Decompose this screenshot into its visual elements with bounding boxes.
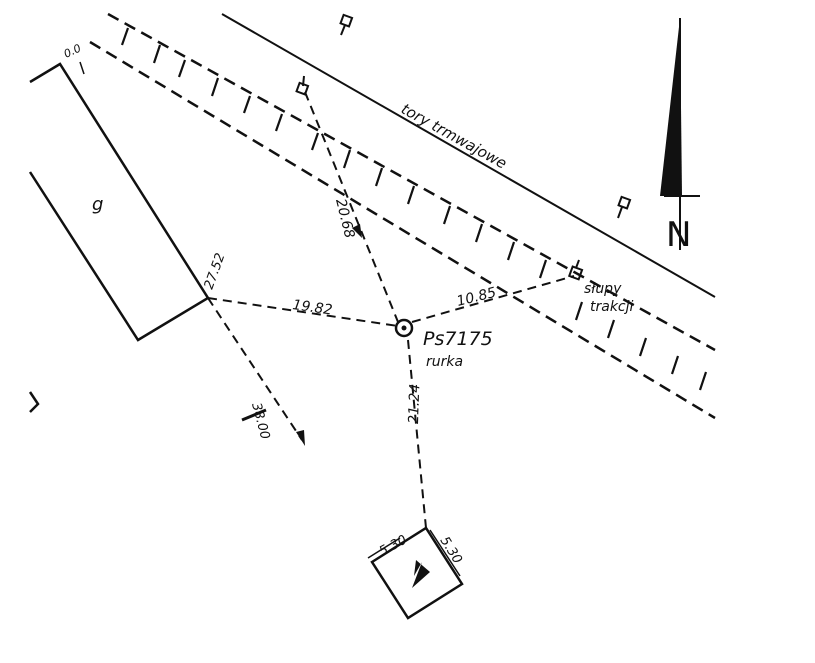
north-arrow-icon xyxy=(660,18,700,250)
measurement-arrow xyxy=(352,224,362,238)
pole-icon xyxy=(567,259,584,281)
lightning-icon xyxy=(412,560,430,588)
pole-icon xyxy=(617,195,632,219)
poles-label-line2: trakcji xyxy=(590,299,634,315)
measure-to-pole-b: 10.85 xyxy=(455,285,498,310)
measure-to-building: 19.82 xyxy=(291,297,333,318)
measurement-lines xyxy=(207,91,575,529)
building-corner-tag: 0.0 xyxy=(62,42,83,61)
building: g 0.0 xyxy=(28,42,210,342)
north-label: N xyxy=(666,215,691,255)
measure-to-pole-a: 20.68 xyxy=(332,197,357,240)
measure-extension: 38.00 xyxy=(248,401,272,441)
point-type: rurka xyxy=(426,354,463,370)
pole-icon xyxy=(339,13,354,36)
pole-icon xyxy=(295,75,310,96)
poles-label-line1: słupy xyxy=(584,281,622,297)
point-marker-icon xyxy=(394,318,414,338)
substation xyxy=(367,526,464,620)
tram-tracks xyxy=(89,12,716,420)
tracks-label: tory trmwajowe xyxy=(398,100,510,173)
track-ties xyxy=(120,27,708,391)
substation-side-left: 5.30 xyxy=(377,533,410,560)
measure-to-substation: 21.24 xyxy=(406,384,423,425)
measure-corner-offset: 27.52 xyxy=(202,251,229,291)
point-id: Ps7175 xyxy=(423,328,493,350)
building-letter: g xyxy=(92,194,103,215)
extension-arrow xyxy=(296,430,305,446)
